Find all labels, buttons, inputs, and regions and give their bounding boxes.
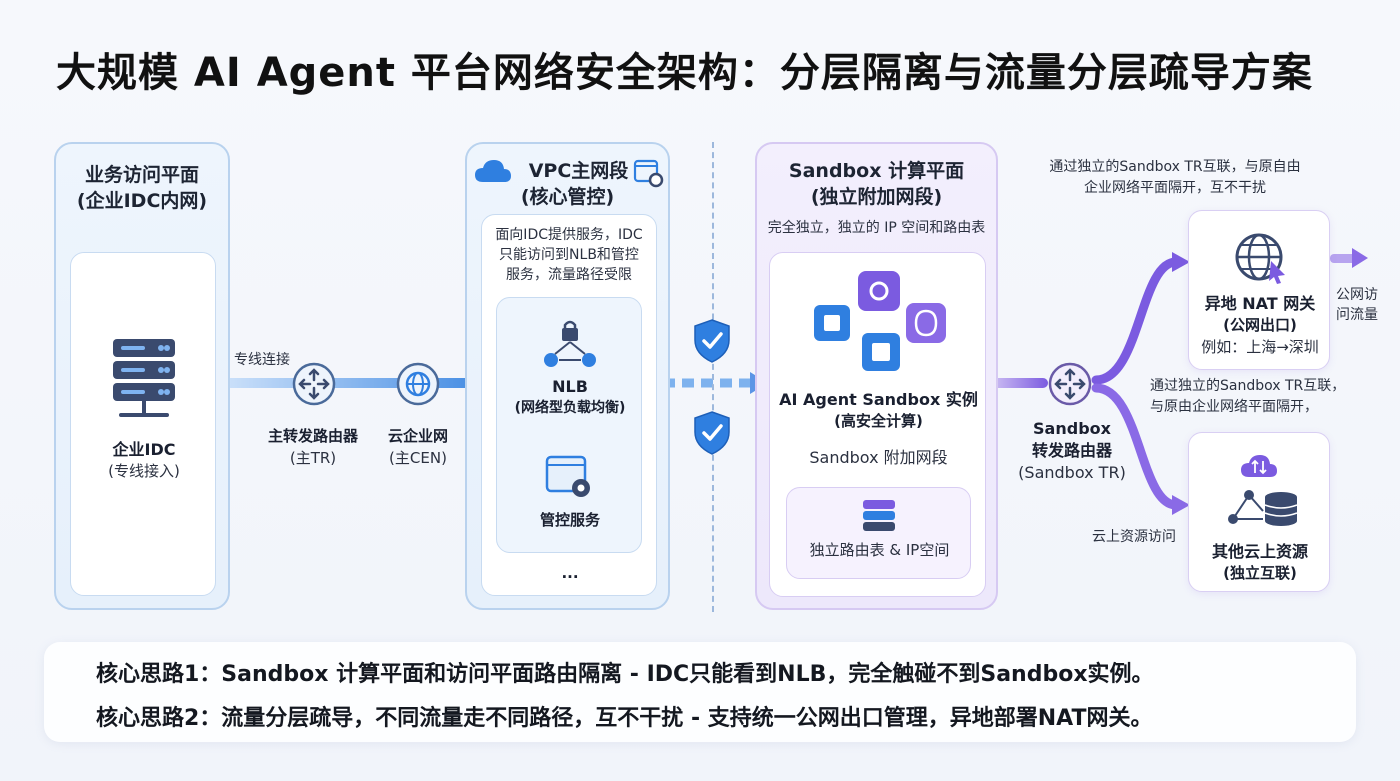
sandbox-compute-plane: Sandbox 计算平面 (独立附加网段) 完全独立，独立的 IP 空间和路由表… [755,142,998,610]
sandbox-segment-label: Sandbox 附加网段 [809,448,948,467]
vpc-title: VPC主网段 [528,160,629,182]
dedicated-line-label: 专线连接 [234,352,290,368]
sandbox-tr-connector [984,378,1048,388]
sandbox-router-icon [1048,362,1092,406]
vpc-services-box: NLB (网络型负载均衡) 管控服务 [496,297,642,553]
cen-label: 云企业网 [387,427,448,445]
sandbox-title: Sandbox 计算平面 [788,160,965,182]
cloud-icon [475,160,511,182]
sandbox-subtitle: (独立附加网段) [810,186,943,208]
idc-label: 企业IDC [112,440,176,459]
sandbox-tr-line1: Sandbox [1033,419,1111,438]
sandbox-instance-subtitle: (高安全计算) [834,412,923,430]
management-service-icon [545,455,590,497]
business-access-plane: 业务访问平面 (企业IDC内网) 企业IDC (专线接入) [54,142,230,610]
plane-divider [712,142,714,612]
route-table-label: 独立路由表 & IP空间 [809,541,950,559]
sandbox-instance-card[interactable]: AI Agent Sandbox 实例 (高安全计算) Sandbox 附加网段… [769,252,986,597]
cloud-note-line2: 与原由企业网络平面隔开， [1150,399,1318,415]
vpc-desc-line3: 服务，流量路径受限 [506,267,632,283]
vpc-subtitle: (核心管控) [520,186,615,208]
main-tr-sublabel: (主TR) [289,449,337,467]
nat-subtitle: (公网出口) [1223,316,1297,334]
cloud-resources-subtitle: (独立互联) [1223,564,1297,582]
globe-network-icon [396,362,440,406]
core-idea-1: 核心思路1：Sandbox 计算平面和访问平面路由隔离 - IDC只能看到NLB… [96,662,1154,687]
settings-window-icon [633,159,664,188]
core-idea-2: 核心思路2：流量分层疏导，不同流量走不同路径，互不干扰 - 支持统一公网出口管理… [96,706,1153,731]
idc-sublabel: (专线接入) [108,462,180,480]
nat-note-line2: 企业网络平面隔开，互不干扰 [1084,180,1266,196]
nat-gateway-card[interactable]: 异地 NAT 网关 (公网出口) 例如：上海→深圳 [1188,210,1330,370]
cen-sublabel: (主CEN) [389,449,447,467]
cloud-access-label: 云上资源访问 [1092,529,1176,545]
globe-cursor-icon [1235,233,1285,284]
vpc-desc-line1: 面向IDC提供服务，IDC [495,227,643,243]
vpc-main-segment-panel: VPC主网段 (核心管控) 面向IDC提供服务，IDC 只能访问到NLB和管控 … [465,142,670,610]
nat-note-line1: 通过独立的Sandbox TR互联，与原自由 [1049,159,1301,175]
business-plane-title: 业务访问平面 [84,164,199,186]
nlb-label: NLB [552,377,588,396]
cloud-resources-title: 其他云上资源 [1211,542,1308,561]
shield-check-icon [694,319,730,363]
public-traffic-line2: 问流量 [1336,307,1378,323]
route-table-icon [863,500,895,531]
vpc-inner-card: 面向IDC提供服务，IDC 只能访问到NLB和管控 服务，流量路径受限 NLB … [481,214,657,596]
server-rack-icon [113,339,175,417]
cloud-resources-card[interactable]: 其他云上资源 (独立互联) [1188,432,1330,592]
lock-network-icon [544,320,596,367]
idc-card[interactable]: 企业IDC (专线接入) [70,252,216,596]
tr-cloud-connector [1091,383,1190,515]
more-services: ... [561,564,579,582]
sandbox-instance-title: AI Agent Sandbox 实例 [779,390,978,409]
mgmt-service-label: 管控服务 [539,511,600,529]
business-plane-subtitle: (企业IDC内网) [76,190,208,212]
core-ideas-box [44,642,1356,742]
sandbox-desc: 完全独立，独立的 IP 空间和路由表 [767,220,986,236]
route-table-box: 独立路由表 & IP空间 [786,487,971,579]
tr-nat-connector [1091,252,1190,385]
shield-check-icon [694,411,730,455]
sandbox-tr-line3: (Sandbox TR) [1018,463,1126,482]
vpc-desc-line2: 只能访问到NLB和管控 [499,247,639,263]
nlb-sublabel: (网络型负载均衡) [514,400,626,416]
sandbox-tr-line2: 转发路由器 [1031,441,1112,460]
cloud-note-line1: 通过独立的Sandbox TR互联， [1150,378,1346,394]
public-traffic-connector [1330,248,1368,268]
page-title: 大规模 AI Agent 平台网络安全架构：分层隔离与流量分层疏导方案 [56,50,1313,96]
public-traffic-line1: 公网访 [1336,287,1378,303]
nat-title: 异地 NAT 网关 [1204,294,1316,313]
router-icon [292,362,336,406]
ai-chip-cluster-icon [814,271,946,371]
dedicated-line-connector [212,372,498,394]
main-tr-label: 主转发路由器 [267,427,358,445]
cloud-resources-icon [1228,455,1298,526]
nat-example: 例如：上海→深圳 [1201,338,1319,356]
